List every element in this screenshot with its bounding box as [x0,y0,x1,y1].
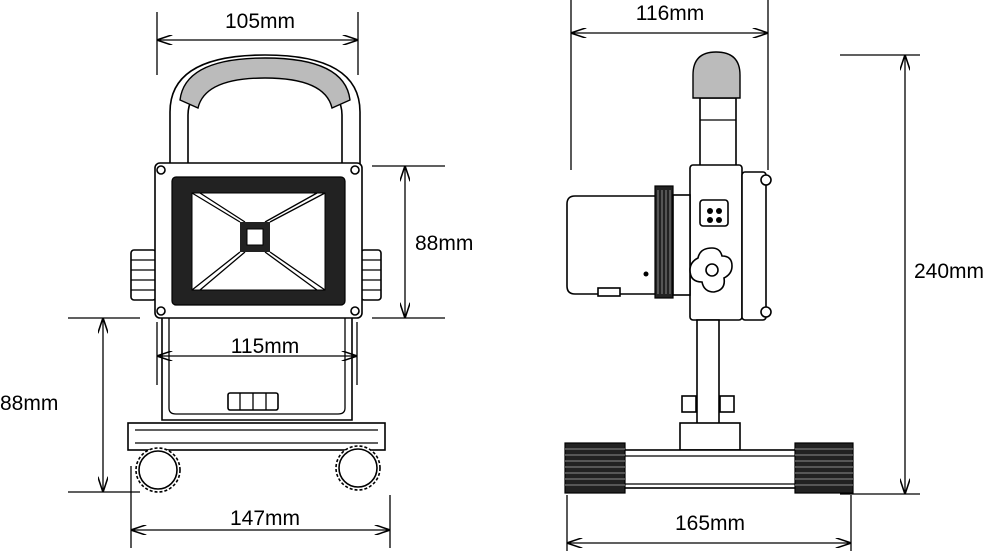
screws [156,165,360,316]
label-147mm: 147mm [230,507,300,530]
stand-frame [161,318,353,421]
label-240mm: 240mm [914,260,984,283]
label-165mm: 165mm [675,512,745,535]
side-lamp-body [566,185,691,299]
dimension-165: 165mm [566,495,852,551]
base [127,422,386,493]
dimension-88-base: 88mm [0,317,140,493]
dimension-88-housing: 88mm [372,165,473,319]
front-view: 105mm 88mm 115mm 88mm 147mm [0,10,473,548]
label-105mm: 105mm [225,10,295,33]
side-pole [679,319,741,451]
dimension-116: 116mm [570,0,769,170]
side-bracket [689,164,772,321]
handle [169,54,361,167]
label-115mm: 115mm [231,335,299,358]
label-116mm: 116mm [636,2,704,25]
dimension-105: 105mm [156,10,359,75]
label-88mm-housing: 88mm [415,232,473,255]
housing [154,162,363,319]
side-view: 116mm 240mm 165mm [564,0,984,551]
dimension-115: 115mm [156,322,358,385]
label-88mm-base: 88mm [0,392,58,415]
dimension-147: 147mm [130,466,391,548]
side-base [564,442,854,494]
side-handle [692,51,741,170]
dimension-240: 240mm [840,54,984,495]
side-knobs [130,249,382,301]
